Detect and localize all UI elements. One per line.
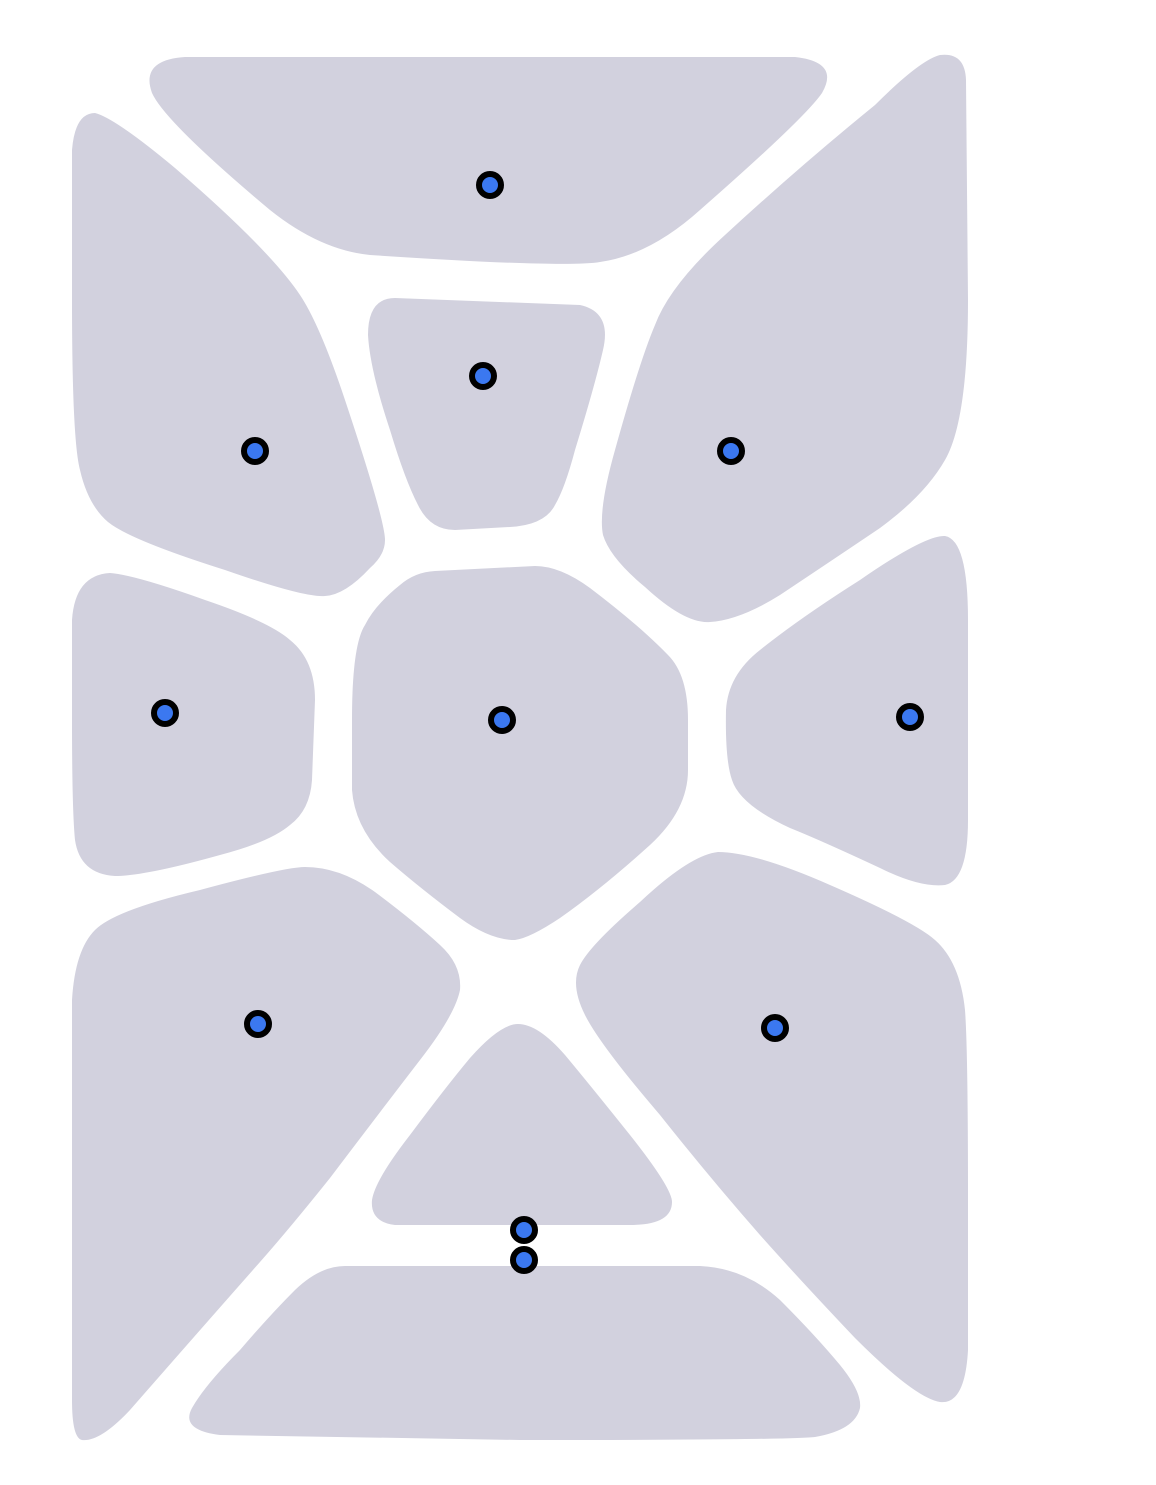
voronoi-cell-upper-right	[601, 54, 968, 623]
voronoi-cell-top	[149, 57, 828, 264]
voronoi-cell-middle-left	[72, 573, 315, 876]
seed-point	[241, 437, 269, 465]
seeds-layer	[151, 171, 924, 1274]
seed-point	[510, 1246, 538, 1274]
voronoi-cell-upper-center	[368, 298, 605, 530]
seed-point	[510, 1216, 538, 1244]
voronoi-cell-center	[352, 566, 688, 940]
seed-point	[469, 362, 497, 390]
voronoi-cell-lower-center	[371, 1024, 672, 1225]
voronoi-cell-middle-right	[725, 535, 968, 886]
seed-point	[244, 1010, 272, 1038]
cells-layer	[72, 54, 968, 1441]
seed-point	[896, 703, 924, 731]
seed-point	[717, 437, 745, 465]
seed-point	[488, 706, 516, 734]
voronoi-cell-lower-right	[576, 852, 968, 1403]
voronoi-cell-lower-left	[72, 867, 461, 1441]
voronoi-cell-bottom	[189, 1266, 861, 1440]
voronoi-cell-upper-left	[72, 113, 385, 597]
seed-point	[761, 1014, 789, 1042]
seed-point	[151, 699, 179, 727]
seed-point	[476, 171, 504, 199]
